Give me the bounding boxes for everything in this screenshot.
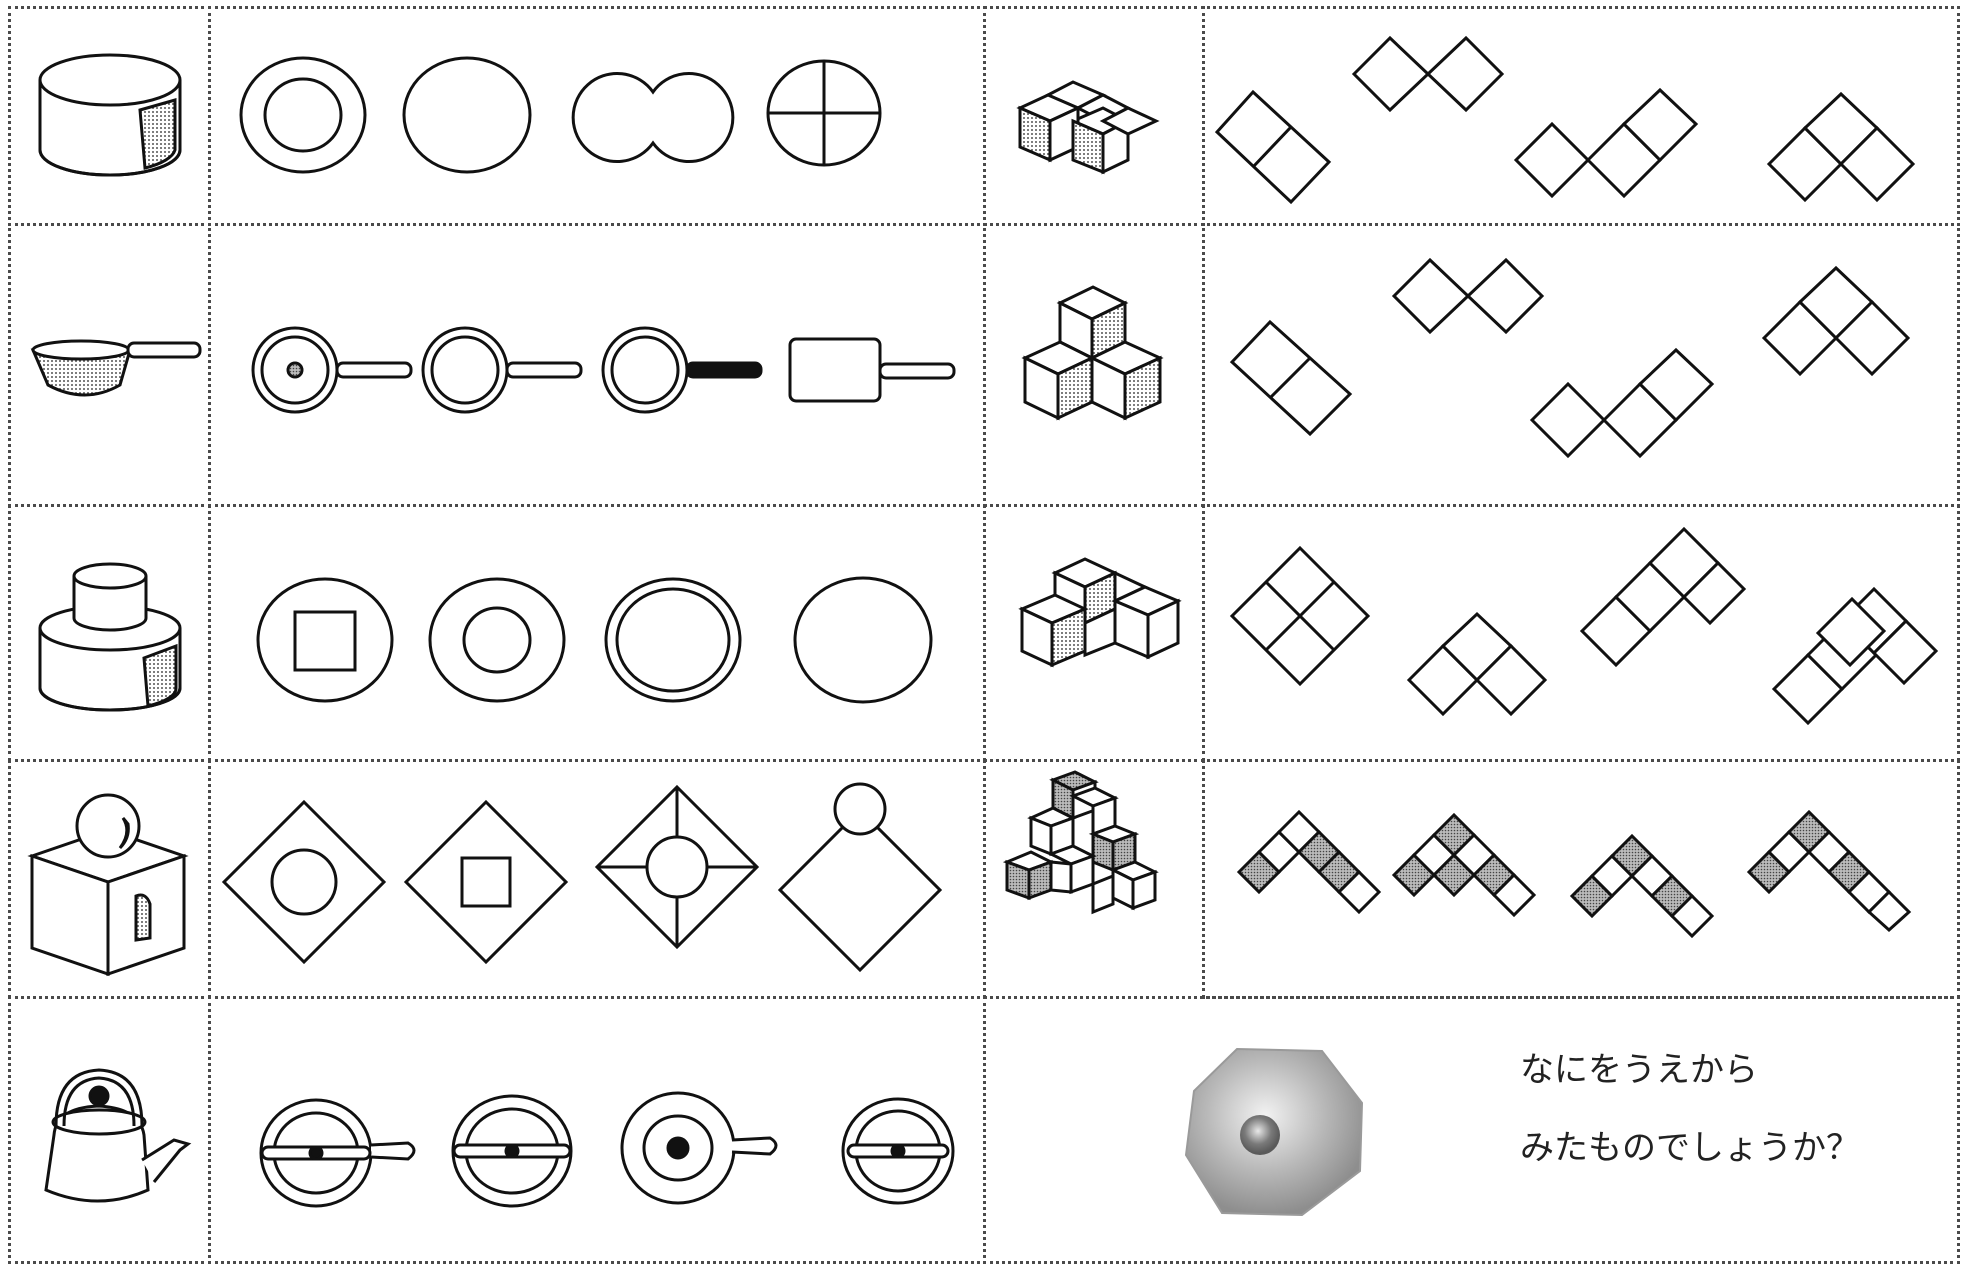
- circle-small-circle-icon: [427, 575, 567, 705]
- diamond-circle-spokes-icon: [595, 785, 760, 950]
- question-line-1: なにをうえから: [1520, 1040, 1920, 1118]
- two-squares-offset-icon: [1390, 256, 1550, 338]
- four-square-icon: [1228, 546, 1372, 686]
- two-squares-offset-icon: [1350, 34, 1510, 116]
- pan-square-icon: [788, 337, 958, 405]
- t-tall-icon: [1578, 527, 1748, 667]
- question-line-2: みたものでしょうか？: [1520, 1118, 1920, 1196]
- v-pattern-c-icon: [1568, 812, 1738, 942]
- kettle-top-a-icon: [258, 1095, 423, 1210]
- two-squares-icon: [1230, 318, 1355, 438]
- circle-square-inside-icon: [255, 575, 395, 705]
- diamond-square-icon: [404, 800, 569, 965]
- cube-stack-a-icon: [1018, 80, 1158, 175]
- kettle-top-d-icon: [840, 1095, 960, 1210]
- kettle-icon: [36, 1060, 196, 1210]
- question-text: なにをうえから みたものでしょうか？: [1520, 1040, 1920, 1196]
- cube-with-ball-icon: [28, 788, 188, 978]
- stacked-cylinders-icon: [36, 558, 186, 713]
- zigzag-four-icon: [1512, 88, 1712, 203]
- stepped-icon: [1770, 585, 1940, 725]
- circle-double-ring-icon: [603, 575, 743, 705]
- kettle-top-c-icon: [620, 1090, 785, 1210]
- v-pattern-a-icon: [1235, 808, 1395, 928]
- v-pattern-d-icon: [1745, 790, 1945, 930]
- cube-pyramid-icon: [1020, 283, 1170, 433]
- two-squares-icon: [1215, 88, 1335, 208]
- cylinder-drum-icon: [35, 50, 185, 180]
- pan-ring-icon: [420, 325, 585, 415]
- v-pattern-b-icon: [1390, 805, 1550, 925]
- t-shape-icon: [1765, 92, 1925, 212]
- pan-dot-center-icon: [250, 325, 415, 415]
- double-lobe-icon: [578, 70, 728, 165]
- pan-dark-handle-icon: [600, 325, 765, 415]
- saucepan-icon: [30, 335, 205, 405]
- hexagon-nut-photo: [1182, 1043, 1367, 1223]
- l-shape-icon: [1405, 612, 1550, 722]
- quartered-circle-icon: [765, 58, 883, 168]
- diamond-ball-outside-icon: [778, 782, 943, 972]
- t-shape-icon: [1760, 266, 1920, 386]
- plain-circle-icon: [792, 575, 934, 705]
- kettle-top-b-icon: [450, 1093, 580, 1213]
- cube-tower-icon: [1003, 770, 1178, 935]
- plain-circle-icon: [402, 55, 532, 175]
- cube-stack-b-icon: [1020, 555, 1185, 675]
- diamond-circle-icon: [222, 800, 387, 965]
- zigzag-four-icon: [1528, 348, 1728, 463]
- ring-circle-icon: [238, 55, 368, 175]
